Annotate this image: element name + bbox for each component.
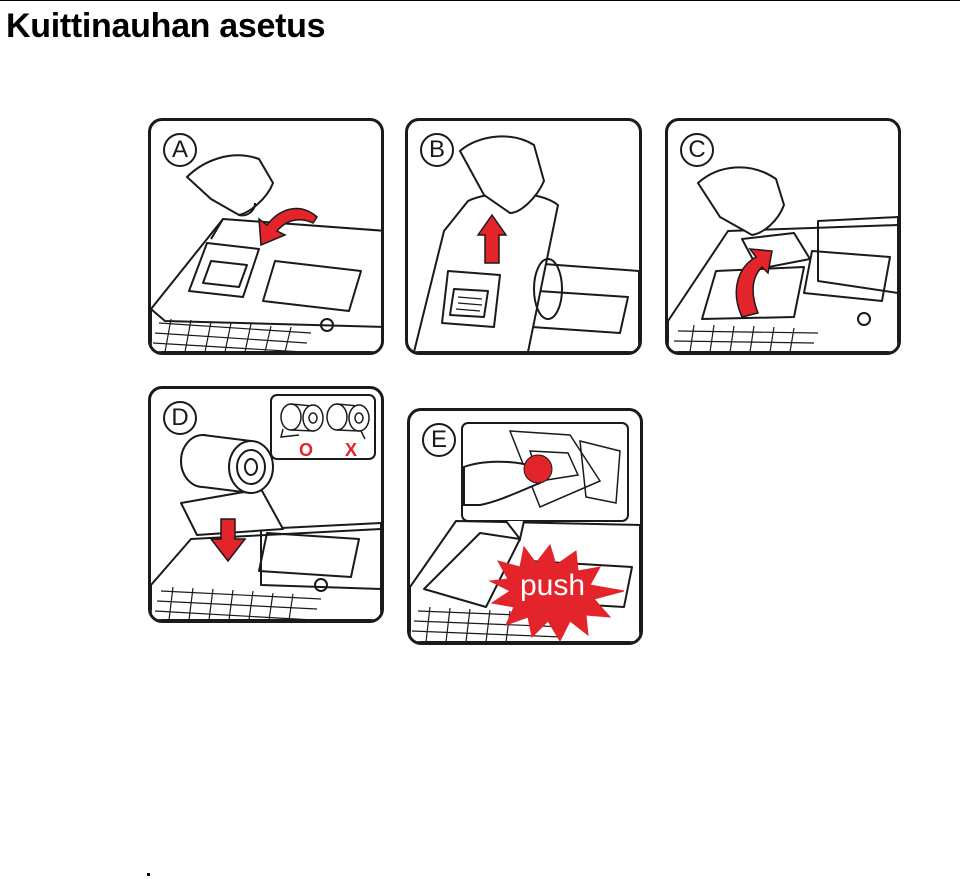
page-dot <box>147 873 150 876</box>
step-panel-c: C <box>665 118 901 355</box>
legend-correct-mark: O <box>299 440 314 460</box>
step-label-a: A <box>163 133 197 167</box>
illustration-b <box>413 135 639 352</box>
step-label-d: D <box>163 401 197 435</box>
illustration-c <box>668 166 898 352</box>
top-rule <box>0 0 960 1</box>
step-panel-b: B <box>405 118 642 355</box>
illustration-a <box>151 154 381 352</box>
page-title: Kuittinauhan asetus <box>6 7 326 45</box>
step-panel-d: D O X <box>148 386 384 623</box>
illustration-d <box>151 394 381 620</box>
push-callout-label: push <box>520 569 586 602</box>
step-label-c: C <box>680 133 714 167</box>
legend-wrong-mark: X <box>345 440 358 460</box>
step-panel-a: A <box>148 118 384 355</box>
illustration-e <box>410 422 640 642</box>
step-label-e: E <box>422 423 456 457</box>
step-label-b: B <box>420 133 454 167</box>
step-panel-e: E push <box>407 408 643 645</box>
